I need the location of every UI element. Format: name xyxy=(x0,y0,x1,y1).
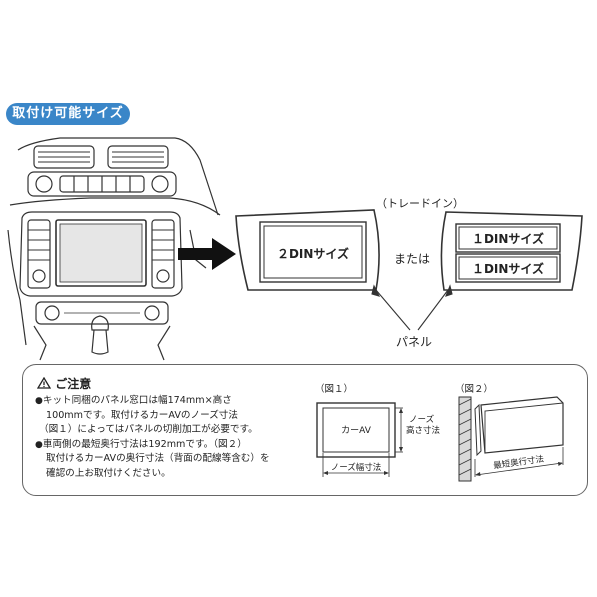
notice-list: ●キット同梱のパネル窓口は幅174mm×高さ 100mmです。取付けるカーAVの… xyxy=(35,394,325,482)
list-item: ●車両側の最短奥行寸法は192mmです。（図２） xyxy=(35,438,247,450)
figure-1-width-label: ノーズ幅寸法 xyxy=(331,462,382,473)
notice-title: ご注意 xyxy=(55,377,92,391)
panel-2din-label: ２DINサイズ xyxy=(277,246,349,261)
notice-heading: ご注意 xyxy=(36,375,92,392)
or-label: または xyxy=(394,252,430,266)
warning-icon xyxy=(36,376,52,389)
figure-1-height-label-2: 高さ寸法 xyxy=(406,425,440,436)
figure-1-height-label-1: ノーズ xyxy=(409,414,435,425)
panel-1din-top-label: １DINサイズ xyxy=(472,231,544,246)
trade-in-label: （トレードイン） xyxy=(376,197,464,210)
figures: （図１） カーAV ノーズ 高さ寸法 ノーズ幅寸法 （図２） xyxy=(315,383,564,482)
figure-1-title: （図１） xyxy=(315,383,353,395)
figure-2: （図２） 最短奥行寸法 xyxy=(455,383,564,482)
panel-1din-bottom-label: １DINサイズ xyxy=(472,261,544,276)
panel-pointer-lines xyxy=(371,284,453,331)
car-dashboard-illustration xyxy=(7,137,221,361)
list-item-continuation: （図１）によってはパネルの切削加工が必要です。 xyxy=(39,424,258,436)
panel-label: パネル xyxy=(396,335,432,349)
figure-1: （図１） カーAV ノーズ 高さ寸法 ノーズ幅寸法 xyxy=(315,383,440,477)
figure-1-device-label: カーAV xyxy=(341,425,372,436)
panel-1din-double xyxy=(440,211,583,291)
section-title: 取付け可能サイズ xyxy=(6,103,130,125)
bullet-icon: ● xyxy=(35,439,43,450)
notice-box: ご注意 ●キット同梱のパネル窓口は幅174mm×高さ 100mmです。取付けるカ… xyxy=(22,364,588,496)
list-item-continuation: 確認の上お取付けください。 xyxy=(46,467,171,479)
list-item-continuation: 100mmです。取付けるカーAVのノーズ寸法 xyxy=(46,409,238,421)
figure-2-title: （図２） xyxy=(455,383,493,395)
list-item: ●キット同梱のパネル窓口は幅174mm×高さ xyxy=(35,395,232,406)
bullet-icon: ● xyxy=(35,396,43,406)
arrow-right-icon xyxy=(178,238,236,270)
list-item-continuation: 取付けるカーAVの奥行寸法（背面の配線等含む）を xyxy=(46,453,270,465)
